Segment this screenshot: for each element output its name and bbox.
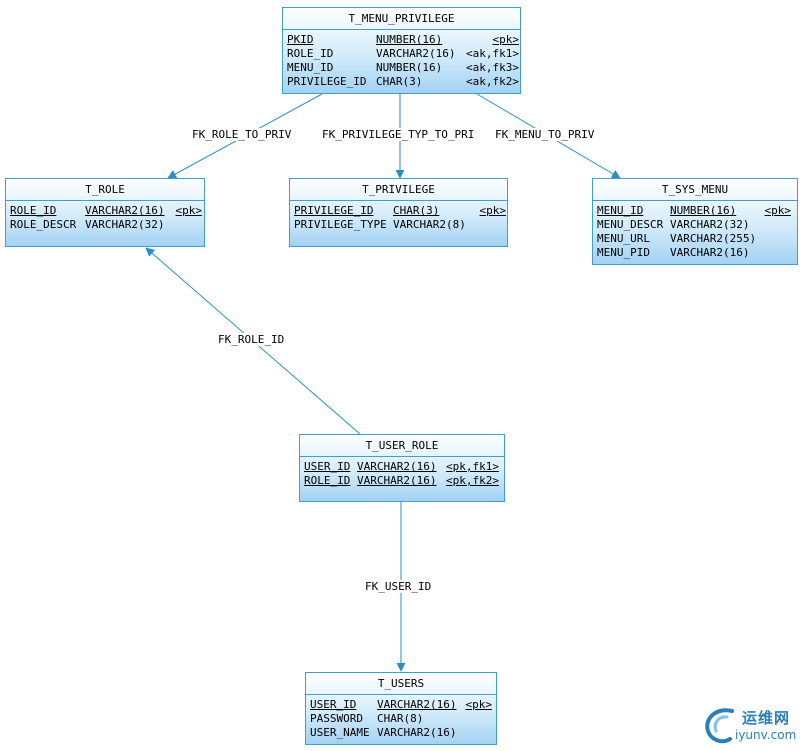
column-row[interactable]: MENU_URL VARCHAR2(255)	[597, 232, 791, 246]
entity-title: T_SYS_MENU	[593, 179, 797, 201]
logo-brand-cn: 运维网	[742, 709, 791, 727]
column-type: VARCHAR2(16)	[377, 726, 457, 739]
entity-t-users[interactable]: T_USERS USER_ID VARCHAR2(16) <pk> PASSWO…	[305, 672, 497, 745]
column-type: VARCHAR2(32)	[85, 218, 165, 231]
column-key	[761, 232, 791, 246]
entity-title: T_USER_ROLE	[300, 435, 504, 457]
entity-title: T_PRIVILEGE	[290, 179, 507, 201]
column-list: MENU_ID NUMBER(16) <pk> MENU_DESCR VARCH…	[597, 204, 791, 260]
column-key	[464, 712, 492, 726]
link-label-privilege-typ-to-pri: FK_PRIVILEGE_TYP_TO_PRI	[322, 128, 478, 141]
column-type: VARCHAR2(16)	[377, 698, 457, 711]
column-name: PRIVILEGE_ID	[287, 75, 367, 88]
link-label-user-id: FK_USER_ID	[365, 580, 432, 593]
column-type: NUMBER(16)	[376, 61, 443, 74]
column-key: <pk>	[479, 204, 507, 217]
logo-swirl-icon	[705, 708, 734, 744]
column-row[interactable]: ROLE_ID VARCHAR2(16) <pk>	[10, 204, 202, 218]
column-key: <pk>	[764, 204, 792, 217]
column-type: VARCHAR2(32)	[670, 218, 750, 231]
link-label-role-to-priv: FK_ROLE_TO_PRIV	[192, 128, 292, 141]
column-key	[761, 218, 791, 232]
column-row[interactable]: PRIVILEGE_ID CHAR(3) <ak,fk2>	[287, 75, 519, 89]
column-key: <ak,fk3>	[466, 61, 519, 74]
entity-t-privilege[interactable]: T_PRIVILEGE PRIVILEGE_ID CHAR(3) <pk> PR…	[289, 178, 508, 247]
column-name: PASSWORD	[310, 712, 363, 725]
link-label-menu-to-priv: FK_MENU_TO_PRIV	[495, 128, 595, 141]
column-list: USER_ID VARCHAR2(16) <pk,fk1> ROLE_ID VA…	[304, 460, 499, 488]
column-row[interactable]: ROLE_ID VARCHAR2(16) <pk,fk2>	[304, 474, 499, 488]
entity-title: T_MENU_PRIVILEGE	[283, 8, 520, 30]
site-logo: 运维网 iyunv.com	[702, 703, 802, 747]
column-name: ROLE_ID	[304, 474, 351, 487]
column-key: <pk>	[175, 204, 203, 217]
column-key	[464, 726, 492, 740]
column-row[interactable]: ROLE_DESCR VARCHAR2(32)	[10, 218, 202, 232]
column-row[interactable]: USER_ID VARCHAR2(16) <pk,fk1>	[304, 460, 499, 474]
column-row[interactable]: PRIVILEGE_TYPE VARCHAR2(8)	[294, 218, 506, 232]
column-key: <ak,fk2>	[466, 75, 519, 88]
column-name: MENU_ID	[287, 61, 334, 74]
column-key: <ak,fk1>	[466, 47, 519, 60]
entity-title: T_ROLE	[6, 179, 204, 201]
column-type: VARCHAR2(16)	[357, 474, 437, 487]
entity-t-sys-menu[interactable]: T_SYS_MENU MENU_ID NUMBER(16) <pk> MENU_…	[592, 178, 798, 265]
column-name: MENU_ID	[597, 204, 644, 217]
column-type: NUMBER(16)	[376, 33, 443, 46]
column-type: VARCHAR2(255)	[670, 232, 757, 245]
column-key	[476, 218, 506, 232]
column-key: <pk>	[465, 698, 493, 711]
entity-t-role[interactable]: T_ROLE ROLE_ID VARCHAR2(16) <pk> ROLE_DE…	[5, 178, 205, 247]
column-name: ROLE_ID	[10, 204, 57, 217]
column-name: PRIVILEGE_TYPE	[294, 218, 387, 231]
column-type: CHAR(3)	[376, 75, 423, 88]
column-name: MENU_DESCR	[597, 218, 664, 231]
column-key: <pk,fk2>	[446, 474, 499, 487]
column-name: MENU_PID	[597, 246, 650, 259]
column-name: USER_ID	[304, 460, 351, 473]
column-row[interactable]: ROLE_ID VARCHAR2(16) <ak,fk1>	[287, 47, 519, 61]
entity-t-menu-privilege[interactable]: T_MENU_PRIVILEGE PKID NUMBER(16) <pk> RO…	[282, 7, 521, 94]
column-row[interactable]: MENU_PID VARCHAR2(16)	[597, 246, 791, 260]
column-key: <pk>	[492, 33, 520, 46]
column-name: ROLE_DESCR	[10, 218, 77, 231]
column-row[interactable]: MENU_ID NUMBER(16) <pk>	[597, 204, 791, 218]
entity-t-user-role[interactable]: T_USER_ROLE USER_ID VARCHAR2(16) <pk,fk1…	[299, 434, 505, 502]
column-list: PKID NUMBER(16) <pk> ROLE_ID VARCHAR2(16…	[287, 33, 519, 89]
column-name: USER_ID	[310, 698, 357, 711]
entity-title: T_USERS	[306, 673, 496, 695]
logo-brand-en: iyunv.com	[735, 728, 797, 742]
column-type: CHAR(8)	[377, 712, 424, 725]
column-key	[172, 218, 202, 232]
column-list: USER_ID VARCHAR2(16) <pk> PASSWORD CHAR(…	[310, 698, 492, 740]
column-key: <pk,fk1>	[446, 460, 499, 473]
column-row[interactable]: PKID NUMBER(16) <pk>	[287, 33, 519, 47]
column-type: CHAR(3)	[393, 204, 440, 217]
column-row[interactable]: USER_NAME VARCHAR2(16)	[310, 726, 492, 740]
column-type: VARCHAR2(8)	[393, 218, 466, 231]
link-label-role-id: FK_ROLE_ID	[218, 333, 285, 346]
column-row[interactable]: PRIVILEGE_ID CHAR(3) <pk>	[294, 204, 506, 218]
column-row[interactable]: MENU_DESCR VARCHAR2(32)	[597, 218, 791, 232]
column-type: VARCHAR2(16)	[376, 47, 456, 60]
column-row[interactable]: PASSWORD CHAR(8)	[310, 712, 492, 726]
column-type: VARCHAR2(16)	[670, 246, 750, 259]
column-name: MENU_URL	[597, 232, 650, 245]
column-name: PRIVILEGE_ID	[294, 204, 374, 217]
column-type: NUMBER(16)	[670, 204, 737, 217]
column-list: ROLE_ID VARCHAR2(16) <pk> ROLE_DESCR VAR…	[10, 204, 202, 232]
column-list: PRIVILEGE_ID CHAR(3) <pk> PRIVILEGE_TYPE…	[294, 204, 506, 232]
column-name: ROLE_ID	[287, 47, 334, 60]
column-row[interactable]: USER_ID VARCHAR2(16) <pk>	[310, 698, 492, 712]
column-key	[761, 246, 791, 260]
column-row[interactable]: MENU_ID NUMBER(16) <ak,fk3>	[287, 61, 519, 75]
column-type: VARCHAR2(16)	[357, 460, 437, 473]
column-name: PKID	[287, 33, 314, 46]
column-type: VARCHAR2(16)	[85, 204, 165, 217]
column-name: USER_NAME	[310, 726, 370, 739]
